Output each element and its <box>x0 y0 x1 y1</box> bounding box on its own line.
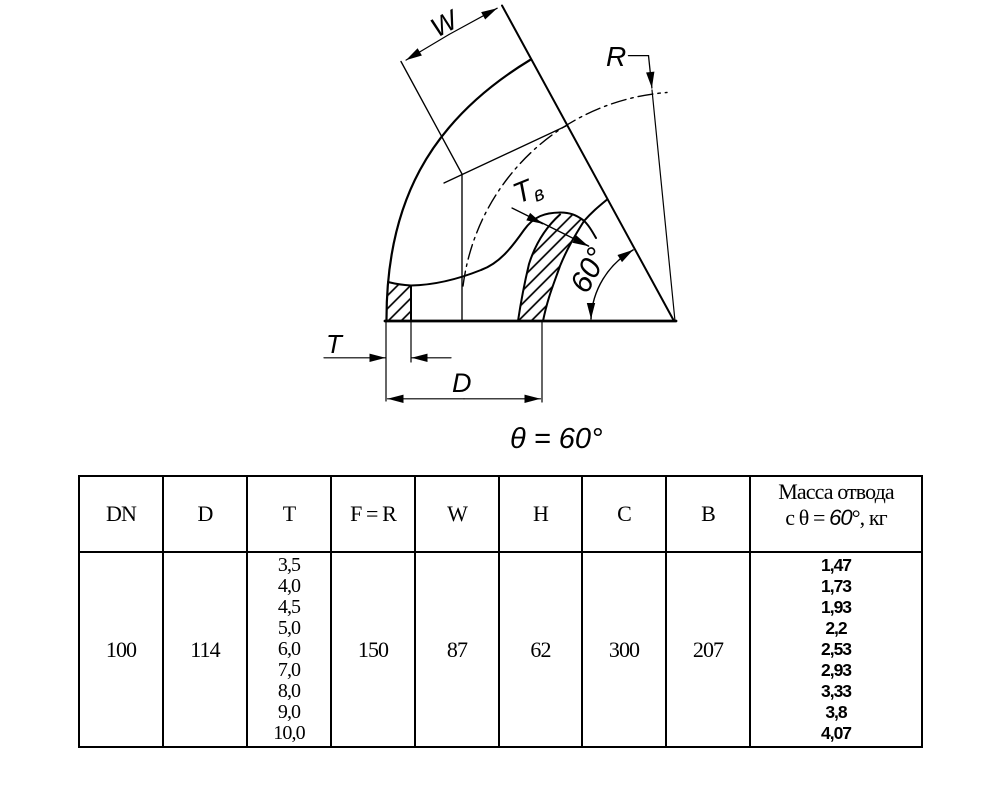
svg-text:R: R <box>606 41 626 72</box>
svg-text:D: D <box>452 368 472 398</box>
svg-text:Tв: Tв <box>509 170 548 213</box>
svg-text:W: W <box>426 4 465 44</box>
svg-text:T: T <box>326 329 344 359</box>
svg-text:θ = 60°: θ = 60° <box>510 423 603 455</box>
svg-text:60°: 60° <box>564 243 614 299</box>
